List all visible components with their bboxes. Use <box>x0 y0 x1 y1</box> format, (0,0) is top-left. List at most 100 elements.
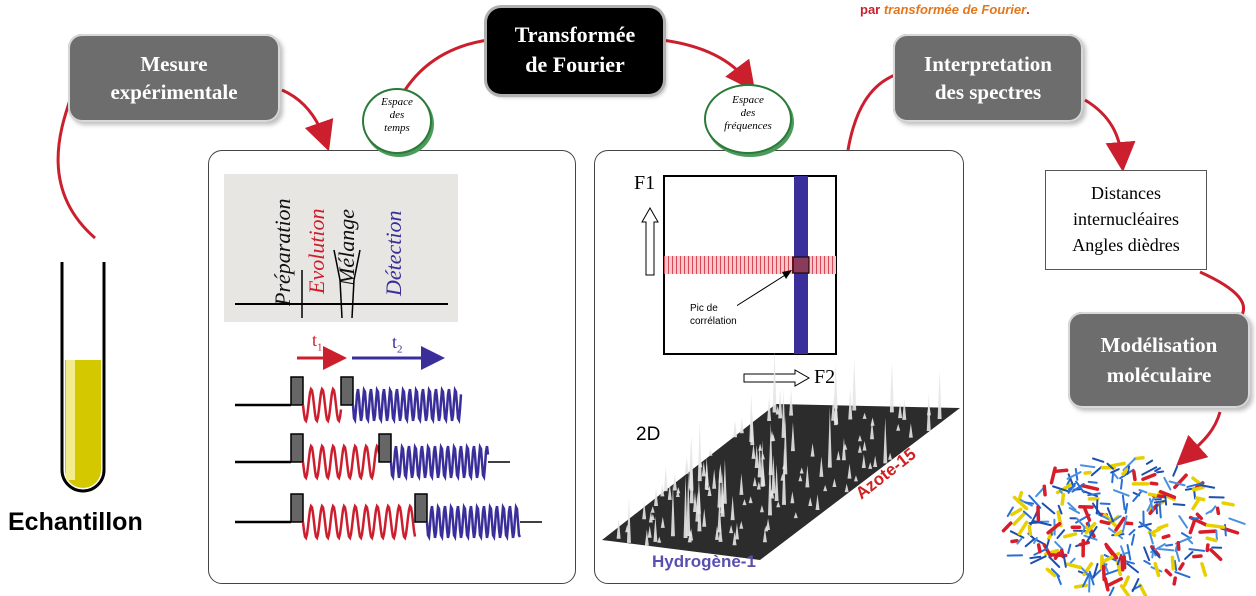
spectrum-peak <box>759 505 764 513</box>
t2-label: t2 <box>392 332 403 356</box>
protein-stroke <box>1099 502 1111 505</box>
spectrum-peak <box>853 475 858 482</box>
spectrum-peak <box>768 422 773 476</box>
spectrum-peak <box>768 454 773 516</box>
spectrum-peak <box>650 506 655 513</box>
protein-stroke <box>1199 484 1216 489</box>
protein-stroke <box>1072 529 1088 533</box>
spectrum-peak <box>888 452 893 460</box>
protein-stroke <box>1119 584 1131 596</box>
protein-stroke <box>1112 471 1119 480</box>
spectrum-peak <box>778 388 783 419</box>
protein-stroke <box>1164 568 1173 577</box>
spectrum-peak <box>771 454 776 494</box>
protein-stroke <box>1114 516 1126 532</box>
spectrum-peak <box>789 388 794 416</box>
protein-stroke <box>1151 547 1161 559</box>
protein-stroke <box>1132 490 1143 502</box>
protein-stroke <box>1056 574 1062 586</box>
spectrum-peak <box>647 525 652 538</box>
protein-stroke <box>1141 466 1158 476</box>
oval-freq-line2: des <box>740 107 756 119</box>
spectrum-peak <box>692 491 697 512</box>
protein-stroke <box>1056 529 1066 540</box>
protein-stroke <box>1103 577 1110 592</box>
protein-stroke <box>1132 470 1137 482</box>
step-modelisation-box: Modélisation moléculaire <box>1068 312 1250 408</box>
arrow-mesure-to-panel <box>281 88 334 152</box>
protein-stroke <box>1080 483 1100 491</box>
spectrum-peak <box>857 444 862 453</box>
step-mesure-line1: Mesure <box>140 52 208 76</box>
protein-stroke <box>1131 578 1140 593</box>
protein-stroke <box>1012 495 1029 511</box>
spectrum-peak <box>698 457 703 468</box>
spectrum-peak <box>836 450 841 461</box>
header-note: par transformée de Fourier. <box>860 2 1030 17</box>
spectrum-peak <box>833 418 838 426</box>
spectrum-peak <box>776 501 781 508</box>
spectrum-peak <box>739 473 744 495</box>
spectrum-peak <box>798 474 803 482</box>
protein-stroke <box>1141 472 1157 482</box>
step-fourier-line1: Transformée <box>514 22 636 47</box>
protein-stroke <box>1158 547 1175 552</box>
protein-stroke <box>1188 548 1206 552</box>
header-note-suffix: . <box>1026 2 1030 17</box>
protein-stroke <box>1090 465 1103 477</box>
spectrum-peak <box>848 387 853 420</box>
spectrum-peak <box>707 485 712 497</box>
protein-stroke <box>1006 506 1014 518</box>
protein-stroke <box>1138 521 1152 532</box>
spectrum-peak <box>827 406 832 468</box>
f2-text: F2 <box>814 366 836 388</box>
spectrum-peak <box>898 401 903 419</box>
protein-stroke <box>1071 482 1085 493</box>
protein-stroke <box>1042 484 1047 497</box>
oval-freq-line3: fréquences <box>724 120 772 132</box>
protein-stroke <box>1175 548 1181 563</box>
protein-stroke <box>1048 555 1061 568</box>
spectrum-peak <box>870 417 875 426</box>
protein-stroke <box>1130 533 1136 546</box>
protein-stroke <box>1138 583 1148 596</box>
protein-stroke <box>1067 502 1077 511</box>
protein-stroke <box>1111 471 1115 484</box>
axis-hydrogene: Hydrogène-1 <box>652 552 756 571</box>
protein-stroke <box>1062 554 1067 568</box>
protein-stroke <box>1172 576 1177 586</box>
protein-stroke <box>1121 515 1128 533</box>
spectrum-peak <box>739 521 744 529</box>
protein-stroke <box>1151 527 1162 535</box>
protein-stroke <box>1156 470 1165 474</box>
protein-stroke <box>1174 571 1191 579</box>
protein-stroke <box>1172 465 1179 477</box>
spectrum-peak <box>717 466 722 508</box>
spectrum-peak <box>729 524 734 534</box>
protein-stroke <box>1215 506 1221 516</box>
protein-stroke <box>1143 546 1151 562</box>
arrow-fourier-to-oval <box>661 38 756 92</box>
spectrum-peak <box>663 466 668 492</box>
spectrum-peak <box>696 477 701 515</box>
protein-stroke <box>1065 562 1082 570</box>
protein-stroke <box>1062 532 1078 539</box>
spectrum-peak <box>626 495 631 543</box>
protein-stroke <box>1084 522 1097 535</box>
spectrum-peak <box>695 491 700 522</box>
protein-stroke <box>1172 503 1186 507</box>
protein-stroke <box>1163 476 1172 491</box>
protein-stroke <box>1126 465 1131 475</box>
protein-stroke <box>1080 527 1086 535</box>
protein-stroke <box>1017 520 1029 536</box>
spectrum-peak <box>657 536 662 543</box>
evolution-wave <box>301 503 417 541</box>
protein-stroke <box>1106 462 1115 470</box>
protein-stroke <box>1106 507 1114 523</box>
protein-stroke <box>1122 457 1136 472</box>
protein-stroke <box>1124 502 1129 515</box>
protein-stroke <box>1104 569 1119 576</box>
protein-stroke <box>1016 537 1023 545</box>
arrow-interp-to-results <box>1084 98 1136 172</box>
